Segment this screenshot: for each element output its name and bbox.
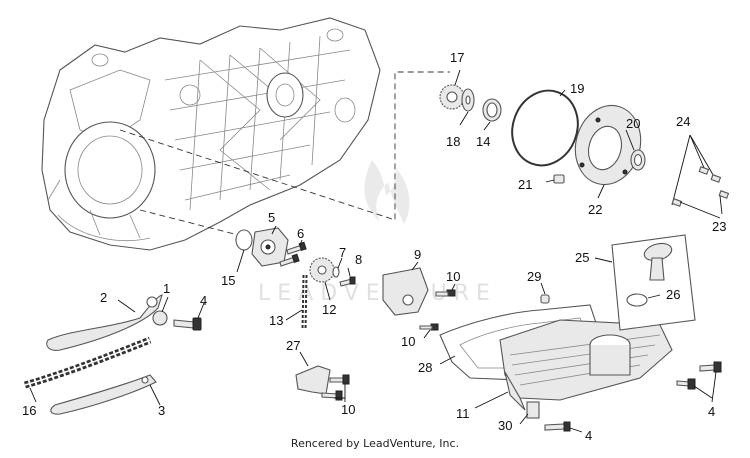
callout-4a: 4 (200, 293, 207, 308)
callout-3: 3 (158, 403, 165, 418)
callout-12: 12 (322, 302, 336, 317)
callout-10a: 10 (446, 269, 460, 284)
callout-5: 5 (268, 210, 275, 225)
callout-10c: 10 (341, 402, 355, 417)
oil-pump-group (235, 227, 356, 331)
callout-11: 11 (456, 406, 470, 421)
callout-15: 15 (221, 273, 235, 288)
callout-1: 1 (163, 281, 170, 296)
callout-10b: 10 (401, 334, 415, 349)
callout-6: 6 (297, 226, 304, 241)
callout-4c: 4 (585, 428, 592, 443)
callout-24: 24 (676, 114, 690, 129)
callout-22: 22 (588, 202, 602, 217)
callout-14: 14 (476, 134, 490, 149)
callout-28: 28 (418, 360, 432, 375)
callout-17: 17 (450, 50, 464, 65)
callout-4b: 4 (708, 404, 715, 419)
callout-labels: 1 2 3 4 4 4 5 6 7 8 9 10 10 10 11 12 13 … (22, 50, 726, 443)
screws-23-24 (671, 134, 730, 219)
chain-guide-group (24, 294, 202, 415)
pump-cover-group (439, 84, 646, 186)
crankcase (41, 17, 381, 251)
leader-lines (29, 69, 717, 433)
callout-8: 8 (355, 252, 362, 267)
dipstick-group (611, 234, 696, 331)
callout-25: 25 (575, 250, 589, 265)
callout-26: 26 (666, 287, 680, 302)
callout-9: 9 (414, 247, 421, 262)
callout-2: 2 (100, 290, 107, 305)
bracket-27 (295, 365, 350, 401)
watermark-text: LEADVENTURE (258, 281, 497, 306)
callout-7: 7 (339, 245, 346, 260)
credit-text: Rencered by LeadVenture, Inc. (290, 437, 460, 450)
callout-20: 20 (626, 116, 640, 131)
callout-19: 19 (570, 81, 584, 96)
callout-30: 30 (498, 418, 512, 433)
assembly-line-pump (139, 209, 251, 239)
callout-23: 23 (712, 219, 726, 234)
callout-29: 29 (527, 269, 541, 284)
callout-13: 13 (269, 313, 283, 328)
callout-18: 18 (446, 134, 460, 149)
assembly-line-cover (119, 71, 450, 221)
callout-21: 21 (518, 177, 532, 192)
callout-27: 27 (286, 338, 300, 353)
callout-16: 16 (22, 403, 36, 418)
oil-pan-group (382, 267, 722, 432)
